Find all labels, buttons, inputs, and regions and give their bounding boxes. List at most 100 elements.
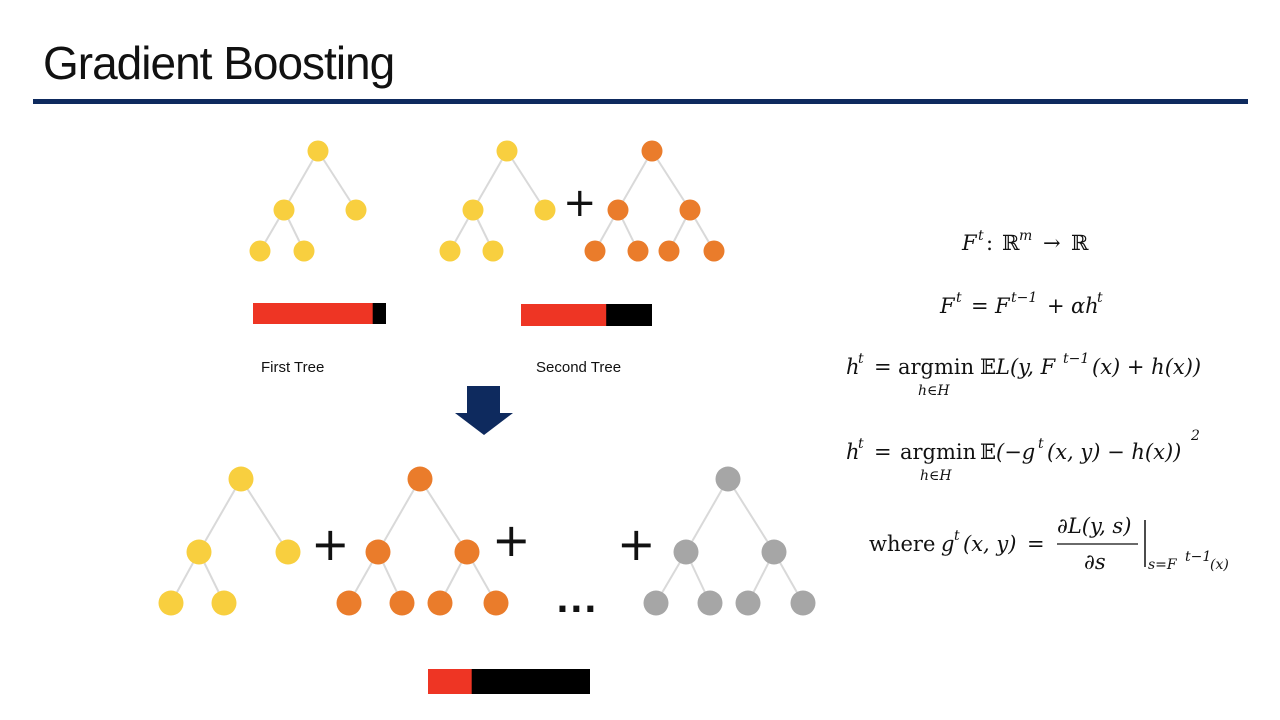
tree-node bbox=[658, 240, 680, 262]
tree-node bbox=[389, 590, 415, 616]
tree-node bbox=[345, 199, 367, 221]
tree-node bbox=[273, 199, 295, 221]
plus-sign: + bbox=[492, 513, 531, 567]
formula-symbol: t bbox=[1038, 436, 1044, 452]
formula-symbol: t bbox=[978, 228, 984, 244]
tree-node bbox=[407, 466, 433, 492]
second-tree-caption: Second Tree bbox=[536, 359, 621, 376]
formula-argmin-loss: h t = argmin h∈H 𝔼 L(y, F t−1 (x) + h(x)… bbox=[846, 351, 1201, 399]
tree-node bbox=[697, 590, 723, 616]
plus-sign: + bbox=[311, 517, 350, 571]
formula-symbol: (−g bbox=[996, 440, 1035, 464]
tree-node bbox=[483, 590, 509, 616]
formula-symbol: 𝔼 bbox=[980, 355, 996, 379]
tree-edge bbox=[240, 478, 289, 553]
trees-layer bbox=[158, 140, 816, 616]
tree-node bbox=[228, 466, 254, 492]
tree-edge bbox=[377, 478, 421, 553]
tree-node bbox=[584, 240, 606, 262]
formula-symbol: g bbox=[941, 532, 954, 556]
formula-symbol: m bbox=[1019, 228, 1032, 244]
formula-symbol: h∈H bbox=[918, 383, 950, 399]
formula-symbol: ℝ bbox=[1071, 231, 1089, 255]
tree-node bbox=[186, 539, 212, 565]
formula-symbol: = bbox=[1027, 532, 1045, 556]
second-tree-error-bar bbox=[521, 304, 652, 326]
tree-node bbox=[735, 590, 761, 616]
formula-symbol: t−1 bbox=[1063, 351, 1089, 367]
formula-symbol: F bbox=[961, 231, 978, 255]
tree-node bbox=[641, 140, 663, 162]
tree-edge bbox=[419, 478, 468, 553]
tree-node bbox=[482, 240, 504, 262]
formula-gradient-definition: where g t (x, y) = ∂L(y, s) ∂s s=F t−1 (… bbox=[869, 514, 1229, 574]
formula-symbol: (x) bbox=[1210, 557, 1229, 573]
formula-symbol: h bbox=[846, 355, 860, 379]
plus-sign: + bbox=[617, 517, 656, 571]
tree-edge bbox=[283, 150, 319, 211]
formula-symbol: F bbox=[939, 294, 956, 318]
formula-symbol: → bbox=[1043, 231, 1061, 255]
tree-node bbox=[643, 590, 669, 616]
tree-edge bbox=[317, 150, 357, 211]
formula-symbol: argmin bbox=[898, 355, 974, 379]
slide-title: Gradient Boosting bbox=[43, 37, 395, 89]
tree-edge bbox=[198, 478, 242, 553]
tree-node bbox=[307, 140, 329, 162]
tree-edge bbox=[727, 478, 775, 553]
tree-edge bbox=[472, 150, 508, 211]
formula-symbol: ∂L(y, s) bbox=[1057, 514, 1131, 538]
formula-mapping: F t : ℝ m → ℝ bbox=[961, 228, 1089, 255]
tree-node bbox=[534, 199, 556, 221]
formula-symbol: h bbox=[846, 440, 860, 464]
tree-node bbox=[293, 240, 315, 262]
formula-symbol: F bbox=[994, 294, 1011, 318]
formula-argmin-gradient: h t = argmin h∈H 𝔼 (−g t (x, y) − h(x)) … bbox=[846, 428, 1200, 484]
formula-symbol: + bbox=[1047, 294, 1065, 318]
ensemble-error-bar bbox=[428, 669, 590, 694]
bar-red-part bbox=[521, 304, 607, 326]
first-tree-caption: First Tree bbox=[261, 359, 324, 376]
formula-update: F t = F t−1 + αh t bbox=[939, 290, 1103, 318]
tree-node bbox=[454, 539, 480, 565]
down-arrow-icon bbox=[455, 386, 513, 435]
formula-symbol: αh bbox=[1071, 294, 1099, 318]
tree-node bbox=[275, 539, 301, 565]
tree-node bbox=[627, 240, 649, 262]
formula-symbol: = bbox=[971, 294, 989, 318]
tree-node bbox=[336, 590, 362, 616]
formula-symbol: (x) + h(x)) bbox=[1092, 355, 1201, 379]
ellipsis: ... bbox=[556, 581, 598, 621]
tree-node bbox=[715, 466, 741, 492]
tree-node bbox=[249, 240, 271, 262]
first-tree-error-bar bbox=[253, 303, 386, 324]
tree-node bbox=[439, 240, 461, 262]
formula-symbol: t bbox=[858, 436, 864, 452]
formula-symbol: where bbox=[869, 532, 935, 556]
plus-sign: + bbox=[563, 180, 597, 226]
tree-node bbox=[462, 199, 484, 221]
formula-symbol: : bbox=[986, 231, 993, 255]
tree-node bbox=[607, 199, 629, 221]
tree-node bbox=[427, 590, 453, 616]
formula-symbol: t−1 bbox=[1011, 290, 1037, 306]
tree-node bbox=[365, 539, 391, 565]
bar-red-part bbox=[253, 303, 373, 324]
formula-symbol: ℝ bbox=[1002, 231, 1020, 255]
formula-symbol: = bbox=[874, 440, 892, 464]
formula-symbol: 2 bbox=[1190, 428, 1200, 444]
tree-node bbox=[211, 590, 237, 616]
formula-symbol: t−1 bbox=[1185, 549, 1211, 565]
tree-node bbox=[761, 539, 787, 565]
formula-symbol: t bbox=[1097, 290, 1103, 306]
tree-edge bbox=[651, 150, 691, 211]
formula-symbol: t bbox=[858, 351, 864, 367]
formula-symbol: t bbox=[956, 290, 962, 306]
tree-node bbox=[158, 590, 184, 616]
title-rule bbox=[33, 99, 1248, 104]
formula-symbol: 𝔼 bbox=[980, 440, 996, 464]
tree-edge bbox=[506, 150, 546, 211]
tree-node bbox=[673, 539, 699, 565]
formula-symbol: argmin bbox=[900, 440, 976, 464]
